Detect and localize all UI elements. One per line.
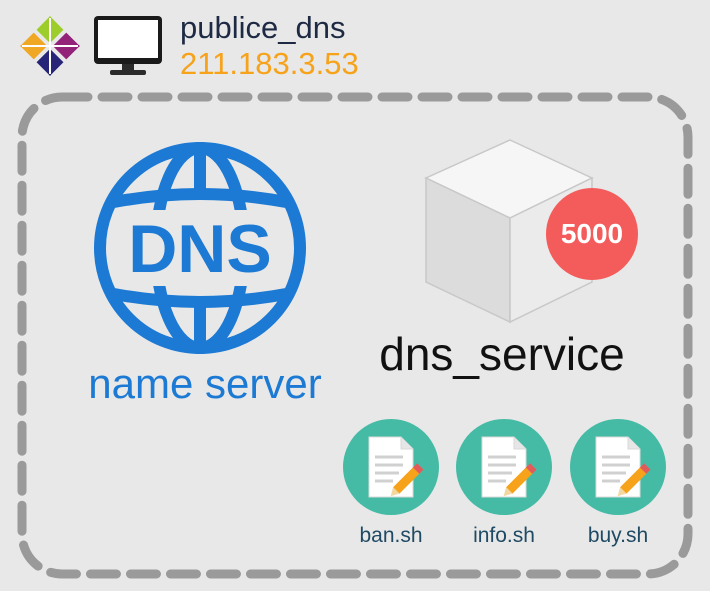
script-file-pencil-icon xyxy=(481,436,537,498)
script-label-buy: buy.sh xyxy=(587,524,649,547)
script-label-ban: ban.sh xyxy=(359,524,423,547)
port-badge: 5000 xyxy=(546,188,638,280)
script-file-pencil-icon xyxy=(595,436,651,498)
host-ip: 211.183.3.53 xyxy=(180,46,359,81)
dns-badge-text: DNS xyxy=(128,211,272,287)
dns-caption: name server xyxy=(88,360,322,407)
script-label-info: info.sh xyxy=(473,524,535,547)
centos-logo-icon xyxy=(20,16,80,76)
host-name: publice_dns xyxy=(180,10,346,45)
script-file-pencil-icon xyxy=(368,436,424,498)
globe-dns-icon: DNS xyxy=(94,142,306,354)
script-ban-icon xyxy=(343,419,439,515)
service-name: dns_service xyxy=(379,328,625,380)
script-info-icon xyxy=(456,419,552,515)
script-buy-icon xyxy=(570,419,666,515)
monitor-icon xyxy=(94,16,162,75)
